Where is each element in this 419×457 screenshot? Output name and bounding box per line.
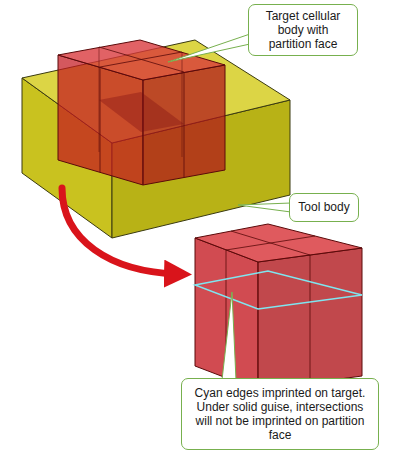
callout-text: Tool body [296,200,352,214]
imprinted-edges [195,271,362,309]
callout-text: Cyan edges imprinted on target. Under so… [188,386,372,442]
result-body [195,224,362,390]
callout-text: Target cellular body with partition face [255,9,351,51]
target-body [58,40,225,185]
leader-lines [168,34,291,380]
callout-box: Tool body [289,193,359,222]
result-arrow [62,188,178,274]
callout-box: Cyan edges imprinted on target. Under so… [181,378,379,450]
callout-box: Target cellular body with partition face [248,4,358,56]
